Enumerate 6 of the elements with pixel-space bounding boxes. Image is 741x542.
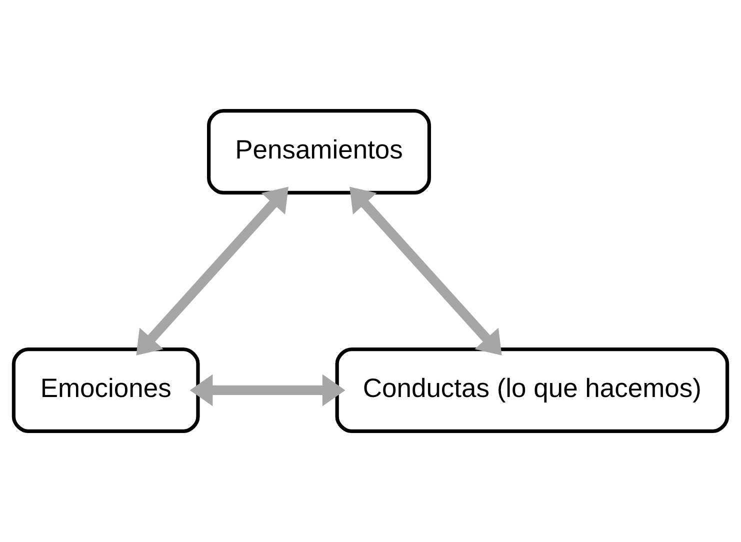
arrow	[190, 374, 346, 406]
node-box: Conductas (lo que hacemos)	[335, 347, 730, 433]
arrow	[136, 186, 288, 356]
node-box: Emociones	[12, 347, 200, 433]
node-box: Pensamientos	[207, 109, 432, 195]
arrow	[350, 186, 502, 356]
